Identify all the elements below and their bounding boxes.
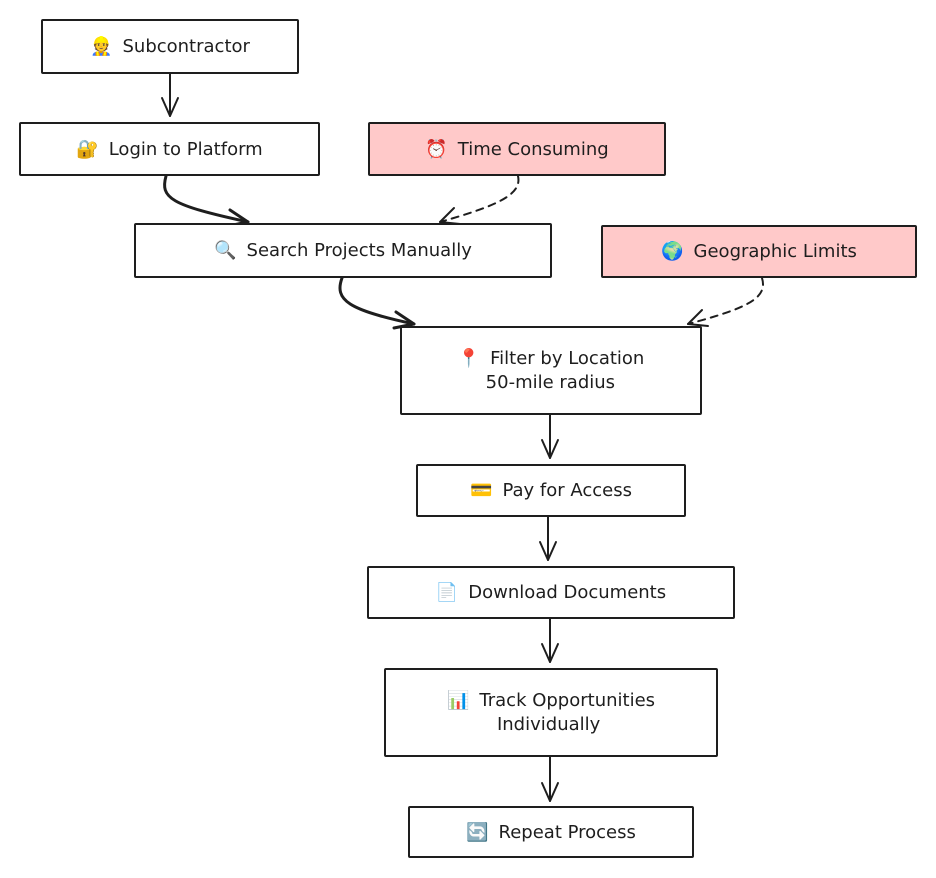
alarm-clock-icon: ⏰: [425, 138, 448, 160]
node-pay-access[interactable]: 💳 Pay for Access: [416, 464, 686, 517]
arrowhead: [541, 439, 559, 459]
globe-icon: 🌍: [661, 241, 684, 262]
node-label-line1: 📍 Filter by Location: [458, 347, 645, 371]
arrowhead: [539, 541, 557, 561]
node-time-consuming[interactable]: ⏰ Time Consuming: [368, 122, 666, 176]
node-login[interactable]: 🔐 Login to Platform: [19, 122, 320, 176]
edge-geographic-filter: [687, 277, 764, 325]
node-label-group: 📊 Track Opportunities Individually: [447, 689, 655, 737]
node-label-line2: 50-mile radius: [485, 371, 616, 393]
node-label-line2: Individually: [496, 713, 601, 735]
pin-icon: 📍: [457, 347, 481, 369]
arrowhead: [541, 782, 559, 802]
arrowhead: [541, 643, 559, 663]
node-label: Pay for Access: [502, 480, 632, 501]
node-subcontractor[interactable]: 👷 Subcontractor: [41, 19, 299, 74]
construction-worker-icon: 👷: [90, 36, 113, 57]
edge-search-filter: [338, 276, 416, 326]
repeat-icon: 🔄: [466, 821, 489, 843]
node-track-opportunities[interactable]: 📊 Track Opportunities Individually: [384, 668, 718, 757]
document-icon: 📄: [435, 582, 459, 603]
node-label-group: 📍 Filter by Location 50-mile radius: [458, 347, 645, 395]
credit-card-icon: 💳: [470, 480, 493, 501]
node-label: Time Consuming: [457, 138, 609, 160]
node-label: Geographic Limits: [693, 241, 857, 262]
node-label: Search Projects Manually: [246, 240, 472, 261]
node-label: Repeat Process: [498, 821, 636, 843]
node-label: Filter by Location: [490, 347, 645, 369]
arrowhead: [687, 309, 709, 327]
magnifier-icon: 🔍: [214, 240, 237, 261]
node-search[interactable]: 🔍 Search Projects Manually: [134, 223, 552, 278]
node-label: Track Opportunities: [479, 689, 656, 711]
edge-login-search: [163, 174, 250, 224]
edge-time-search: [439, 175, 520, 223]
node-download-documents[interactable]: 📄 Download Documents: [367, 566, 735, 619]
node-label: Subcontractor: [122, 36, 250, 57]
node-label: Download Documents: [468, 582, 667, 603]
node-repeat-process[interactable]: 🔄 Repeat Process: [408, 806, 694, 858]
node-label: Login to Platform: [108, 138, 263, 160]
node-label-line1: 📊 Track Opportunities: [447, 689, 655, 713]
lock-with-key-icon: 🔐: [76, 138, 99, 160]
node-geographic-limits[interactable]: 🌍 Geographic Limits: [601, 225, 917, 278]
arrowhead: [161, 97, 179, 117]
node-filter-location[interactable]: 📍 Filter by Location 50-mile radius: [400, 326, 702, 415]
bar-chart-icon: 📊: [446, 689, 470, 711]
